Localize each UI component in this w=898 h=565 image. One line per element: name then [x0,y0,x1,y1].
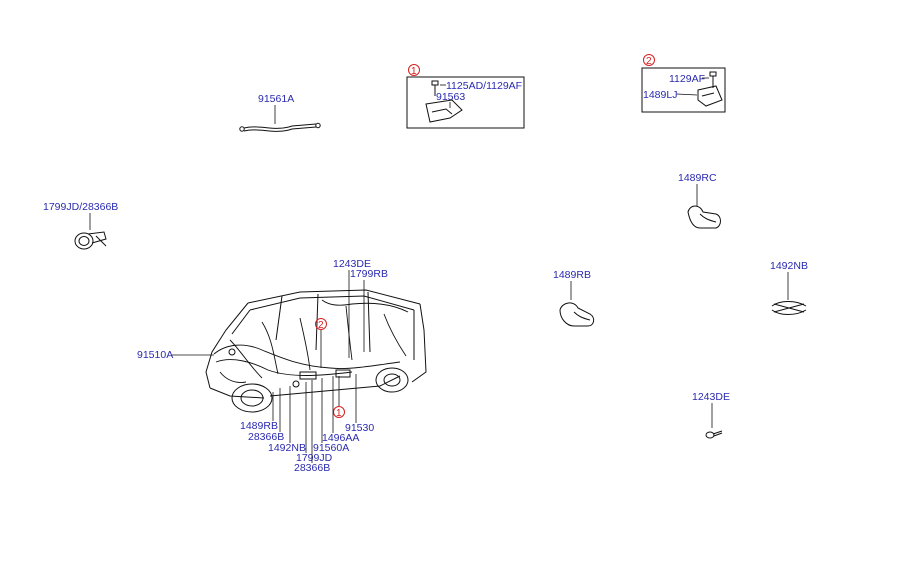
part-1799jd-28366b-label: 1799JD/28366B [43,201,118,213]
callout-2-circle [643,54,655,66]
part-91561a: 91561A [239,93,321,132]
part-1489rb: 1489RB [553,269,595,327]
hose-clamp-icon [74,231,107,250]
vehicle-callout-2-circle [315,318,327,330]
vehicle-label-1799jd: 1799JD [296,452,333,464]
detail-box-1: 1 1125AD/1129AF 91563 [406,64,525,129]
minivan-body-icon [205,289,427,413]
detail-box-1-frame [406,76,525,129]
callout-2-number: 2 [646,56,652,67]
harness-clip-1489rb-icon [559,302,595,327]
vehicle-label-1243de: 1243DE [333,258,371,270]
vehicle-label-91510a: 91510A [137,349,173,361]
vehicle-label-1799rb: 1799RB [350,268,388,280]
wiring-harness-icon [213,299,409,388]
callout-1-circle [408,64,420,76]
vehicle-label-1496aa: 1496AA [322,432,359,444]
vehicle-callout-1-number: 1 [336,408,342,419]
bracket-bolt-icon [425,80,463,123]
vehicle-label-1492nb: 1492NB [268,442,306,454]
cable-tie-1492nb-icon [771,301,807,315]
callout-1-number: 1 [411,66,417,77]
harness-clip-1489rc-icon [687,205,721,229]
detail-box-1-bolt-label: 1125AD/1129AF [446,80,522,92]
vehicle-label-91560a: 91560A [313,442,349,454]
part-1799jd-28366b: 1799JD/28366B [43,201,118,250]
vehicle-label-1489rb: 1489RB [240,420,278,432]
part-1492nb: 1492NB [770,260,808,315]
detail-box-2: 2 1129AF 1489LJ [641,54,726,113]
part-91561a-label: 91561A [258,93,294,105]
part-1243de: 1243DE [692,391,730,439]
vehicle-label-91530: 91530 [345,422,374,434]
detail-box-1-part-label: 91563 [436,91,465,103]
battery-cable-strap-icon [239,122,321,132]
clip-bolt-icon [697,71,723,107]
screw-1243de-icon [705,430,723,439]
vehicle-label-28366b: 28366B [248,431,284,443]
vehicle-callout-1-circle [333,406,345,418]
detail-box-2-clip-label: 1489LJ [643,89,677,101]
vehicle-label-28366b-2: 28366B [294,462,330,474]
vehicle-wiring-harness: 2 1 1243DE 1799RB 91510A 1489RB 28366B 1… [137,258,427,474]
part-1489rc: 1489RC [678,172,721,229]
part-1489rc-label: 1489RC [678,172,717,184]
detail-box-2-bolt-label: 1129AF [669,73,705,85]
vehicle-callout-2-number: 2 [318,320,324,331]
part-1243de-label: 1243DE [692,391,730,403]
part-1489rb-label: 1489RB [553,269,591,281]
part-1492nb-label: 1492NB [770,260,808,272]
detail-box-2-frame [641,67,726,113]
